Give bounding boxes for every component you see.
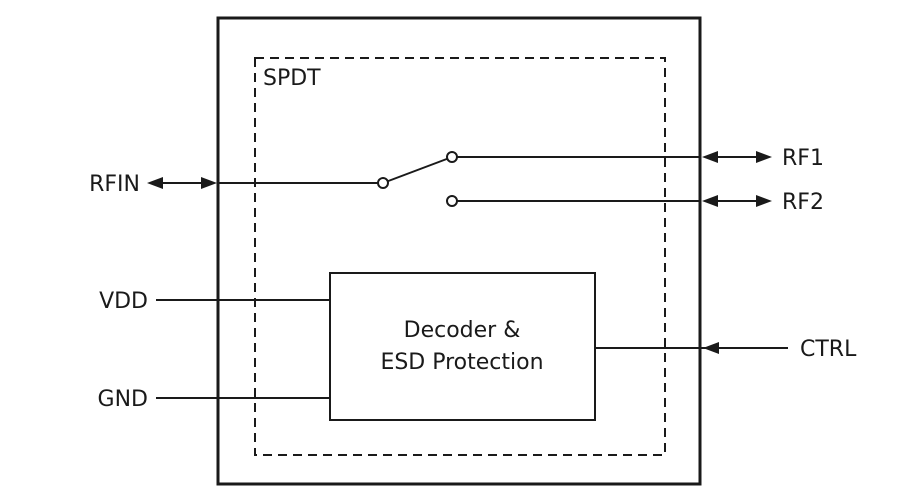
rf2-arrowhead-left (702, 195, 718, 207)
decoder-label-line1: Decoder & (404, 318, 521, 343)
spdt-label: SPDT (263, 66, 321, 91)
rf1-label: RF1 (782, 146, 824, 171)
rf1-arrowhead-left (702, 151, 718, 163)
switch-arm-line (382, 156, 453, 184)
rf2-label: RF2 (782, 190, 824, 215)
rfin-arrowhead-left (147, 177, 163, 189)
decoder-esd-block (329, 272, 596, 421)
rf1-throw-contact (446, 151, 458, 163)
switch-pole-contact (377, 177, 389, 189)
rf1-arrowhead-right (756, 151, 772, 163)
rfin-label: RFIN (89, 172, 140, 197)
vdd-label: VDD (99, 289, 148, 314)
rf2-arrowhead-right (756, 195, 772, 207)
ctrl-arrowhead (703, 342, 719, 354)
rfin-arrowhead-right (201, 177, 217, 189)
ctrl-label: CTRL (800, 337, 857, 362)
rf2-throw-contact (446, 195, 458, 207)
spdt-dashed-boundary (254, 57, 666, 456)
gnd-label: GND (98, 387, 148, 412)
decoder-label-line2: ESD Protection (380, 350, 543, 375)
